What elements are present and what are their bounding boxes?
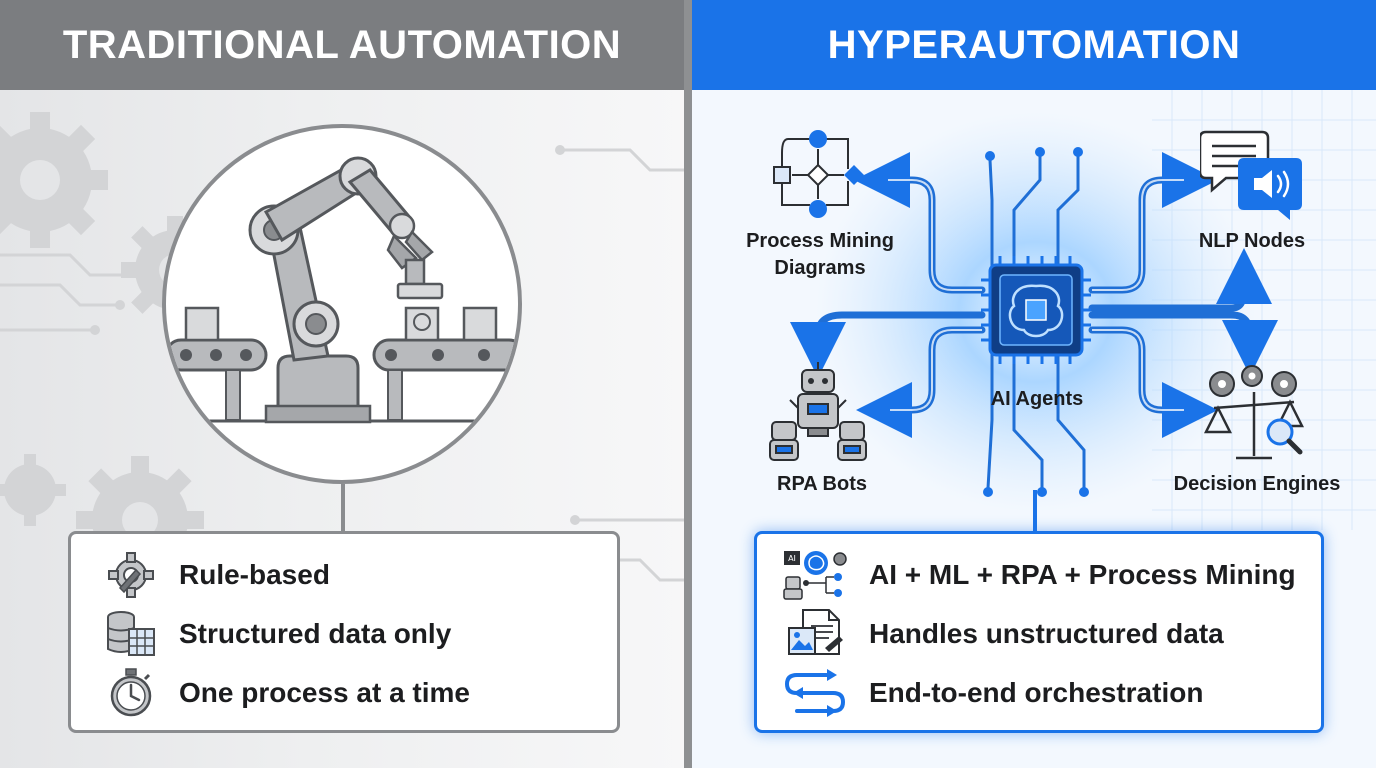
robot-arm-icon bbox=[166, 156, 518, 424]
svg-text:AI: AI bbox=[788, 554, 796, 563]
robot-arm-illustration bbox=[162, 124, 522, 484]
circle-connector-line bbox=[341, 484, 345, 532]
node-rpa-bots: RPA Bots bbox=[777, 473, 867, 495]
flow-arrows-icon bbox=[781, 668, 849, 718]
feature-label: Structured data only bbox=[179, 618, 452, 649]
gear-wrench-icon bbox=[103, 550, 159, 600]
feature-label: End-to-end orchestration bbox=[869, 677, 1204, 708]
hyperautomation-panel: HYPERAUTOMATION bbox=[692, 0, 1376, 768]
database-table-icon bbox=[103, 609, 159, 659]
decision-engine-icon bbox=[1203, 365, 1305, 460]
feature-orchestration: End-to-end orchestration bbox=[757, 666, 1203, 720]
node-ai-agents: AI Agents bbox=[990, 388, 1084, 410]
panel-divider bbox=[684, 0, 692, 768]
feature-rule-based: Rule-based bbox=[71, 548, 330, 602]
traditional-features-box: Rule-based Structured data only bbox=[68, 531, 620, 733]
network-diagram bbox=[790, 90, 1376, 530]
document-image-icon bbox=[781, 609, 849, 659]
feature-label: One process at a time bbox=[179, 677, 471, 708]
rpa-bots-icon bbox=[769, 362, 867, 461]
traditional-header: TRADITIONAL AUTOMATION bbox=[0, 0, 684, 90]
hyperautomation-header: HYPERAUTOMATION bbox=[692, 0, 1376, 90]
network-connector-line bbox=[1033, 490, 1037, 532]
process-mining-icon bbox=[773, 130, 864, 218]
traditional-panel: TRADITIONAL AUTOMATION bbox=[0, 0, 684, 768]
feature-unstructured-data: Handles unstructured data bbox=[757, 607, 1224, 661]
feature-label: AI + ML + RPA + Process Mining bbox=[869, 559, 1296, 590]
traditional-title: TRADITIONAL AUTOMATION bbox=[62, 22, 622, 67]
ai-chip-icon bbox=[981, 256, 1091, 364]
node-decision-engines: Decision Engines bbox=[1173, 473, 1341, 495]
node-nlp: NLP Nodes bbox=[1198, 230, 1306, 252]
feature-one-process: One process at a time bbox=[71, 666, 470, 720]
feature-label: Handles unstructured data bbox=[869, 618, 1224, 649]
feature-structured-data: Structured data only bbox=[71, 607, 451, 661]
stopwatch-icon bbox=[103, 668, 159, 718]
feature-label: Rule-based bbox=[179, 559, 330, 590]
nlp-speech-icon bbox=[1200, 130, 1302, 220]
hyperautomation-features-box: AI AI + ML + RPA + Process Mining bbox=[754, 531, 1324, 733]
ai-stack-icon: AI bbox=[781, 550, 849, 600]
node-process-mining: Process Mining Diagrams bbox=[746, 230, 894, 279]
hyperautomation-title: HYPERAUTOMATION bbox=[827, 22, 1241, 67]
feature-ai-ml-rpa: AI AI + ML + RPA + Process Mining bbox=[757, 548, 1296, 602]
